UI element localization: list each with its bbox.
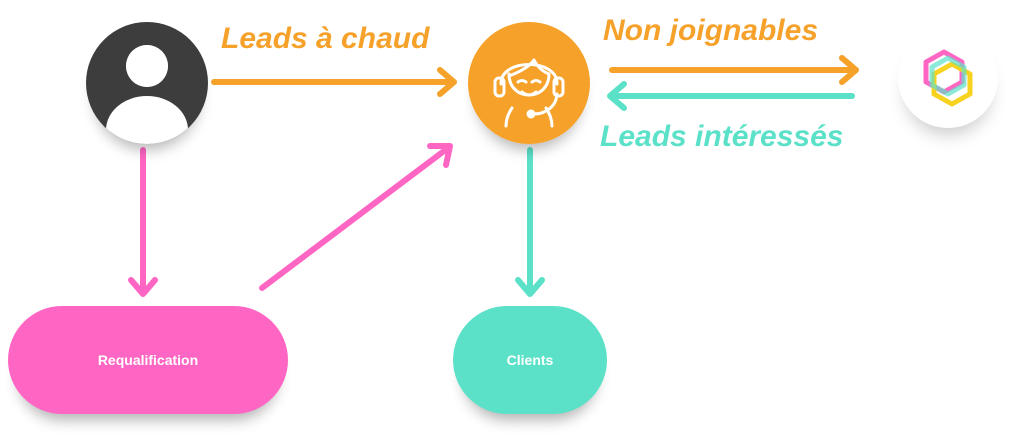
arrow-to-requalification: [128, 147, 158, 297]
arrow-to-clients: [515, 147, 545, 297]
arrow-non-joignables: [609, 55, 859, 85]
user-avatar-icon: [100, 45, 194, 144]
call-center-agent-icon: [468, 22, 590, 144]
clients-node: Clients: [453, 306, 607, 414]
label-leads-a-chaud: Leads à chaud: [221, 22, 430, 55]
label-non-joignables: Non joignables: [603, 14, 819, 47]
requalification-node: Requalification: [8, 306, 288, 414]
clients-label: Clients: [506, 352, 554, 368]
agent-node: [468, 22, 590, 144]
hexagon-logo-icon: [923, 49, 973, 107]
arrow-leads-chaud: [211, 67, 457, 97]
user-node: [86, 22, 208, 144]
requalification-label: Requalification: [97, 352, 199, 368]
arrow-requalification-to-agent: [259, 143, 453, 291]
arrow-leads-interesses: [607, 81, 855, 111]
label-leads-interesses: Leads intéressés: [600, 120, 844, 153]
crm-node: [898, 28, 998, 128]
